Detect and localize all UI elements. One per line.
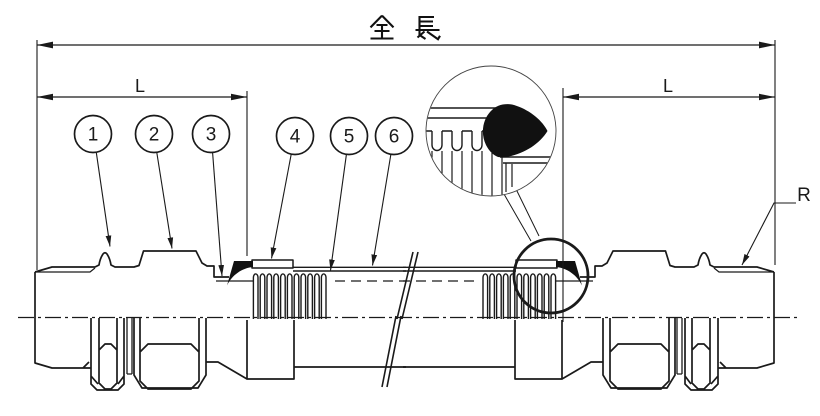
kanji-overall-length bbox=[369, 14, 441, 41]
hex-nut-small bbox=[90, 318, 125, 391]
union-nut bbox=[133, 318, 248, 390]
label-R: R bbox=[797, 185, 811, 206]
callout-4-leader bbox=[270, 154, 292, 259]
fitting-left-half bbox=[34, 250, 406, 391]
callout-2-circle bbox=[134, 114, 174, 154]
dimension-left-length: L bbox=[37, 76, 247, 101]
callout-5-leader bbox=[329, 154, 347, 271]
dimension-right-length: L bbox=[563, 76, 775, 101]
arrowhead-left bbox=[37, 93, 53, 101]
callout-2: 2 bbox=[134, 114, 174, 249]
callout-3-circle bbox=[191, 114, 231, 154]
detail-connector-lines bbox=[503, 188, 540, 242]
r-leader-line bbox=[741, 202, 796, 266]
thread-label-leader: R bbox=[741, 185, 811, 266]
callout-3: 3 bbox=[191, 114, 231, 277]
callout-5-number: 5 bbox=[344, 127, 355, 148]
collar-block bbox=[246, 320, 406, 380]
arrowhead-right bbox=[759, 93, 775, 101]
fitting-inner-lines bbox=[35, 267, 254, 282]
bellows-corrugations bbox=[252, 273, 327, 319]
detail-corrugation-waves bbox=[431, 131, 503, 152]
callout-1-leader bbox=[95, 152, 112, 247]
callout-2-leader bbox=[156, 152, 174, 249]
braid-lines bbox=[293, 266, 406, 272]
detail-circle-small bbox=[512, 237, 590, 315]
break-symbol bbox=[381, 251, 419, 388]
extension-lines bbox=[36, 40, 776, 322]
label-L-right: L bbox=[663, 76, 673, 96]
collar-band bbox=[251, 259, 294, 269]
fitting-top-outline bbox=[34, 250, 229, 278]
callout-1-number: 1 bbox=[88, 125, 99, 146]
kanji-cho bbox=[415, 15, 441, 41]
label-L-left: L bbox=[135, 76, 145, 96]
arrowhead-left bbox=[37, 41, 53, 49]
callout-6-leader bbox=[371, 154, 392, 266]
callout-1: 1 bbox=[73, 114, 113, 247]
callout-6-circle bbox=[374, 116, 414, 156]
callout-4: 4 bbox=[270, 116, 315, 259]
callout-3-leader bbox=[212, 152, 225, 277]
callout-3-number: 3 bbox=[206, 125, 217, 146]
kanji-zen bbox=[369, 14, 395, 40]
arrowhead-right bbox=[759, 41, 775, 49]
callout-2-number: 2 bbox=[149, 125, 160, 146]
callout-5-circle bbox=[329, 116, 369, 156]
callout-4-number: 4 bbox=[290, 127, 301, 148]
detail-circle-large bbox=[425, 65, 557, 197]
arrowhead-left bbox=[563, 93, 579, 101]
weld-bead bbox=[227, 261, 253, 286]
callout-4-circle bbox=[275, 116, 315, 156]
dimension-overall-length bbox=[37, 14, 775, 49]
callout-5: 5 bbox=[329, 116, 369, 271]
thread-bottom bbox=[34, 272, 91, 369]
callout-6-number: 6 bbox=[389, 127, 400, 148]
callout-1-circle bbox=[73, 114, 113, 154]
arrowhead-right bbox=[231, 93, 247, 101]
callout-6: 6 bbox=[371, 116, 414, 266]
detail-weld-bead bbox=[482, 104, 548, 158]
washer-lines bbox=[126, 318, 133, 375]
callouts: 1 2 3 4 5 bbox=[73, 114, 414, 277]
detail-collar-lines bbox=[426, 107, 499, 119]
